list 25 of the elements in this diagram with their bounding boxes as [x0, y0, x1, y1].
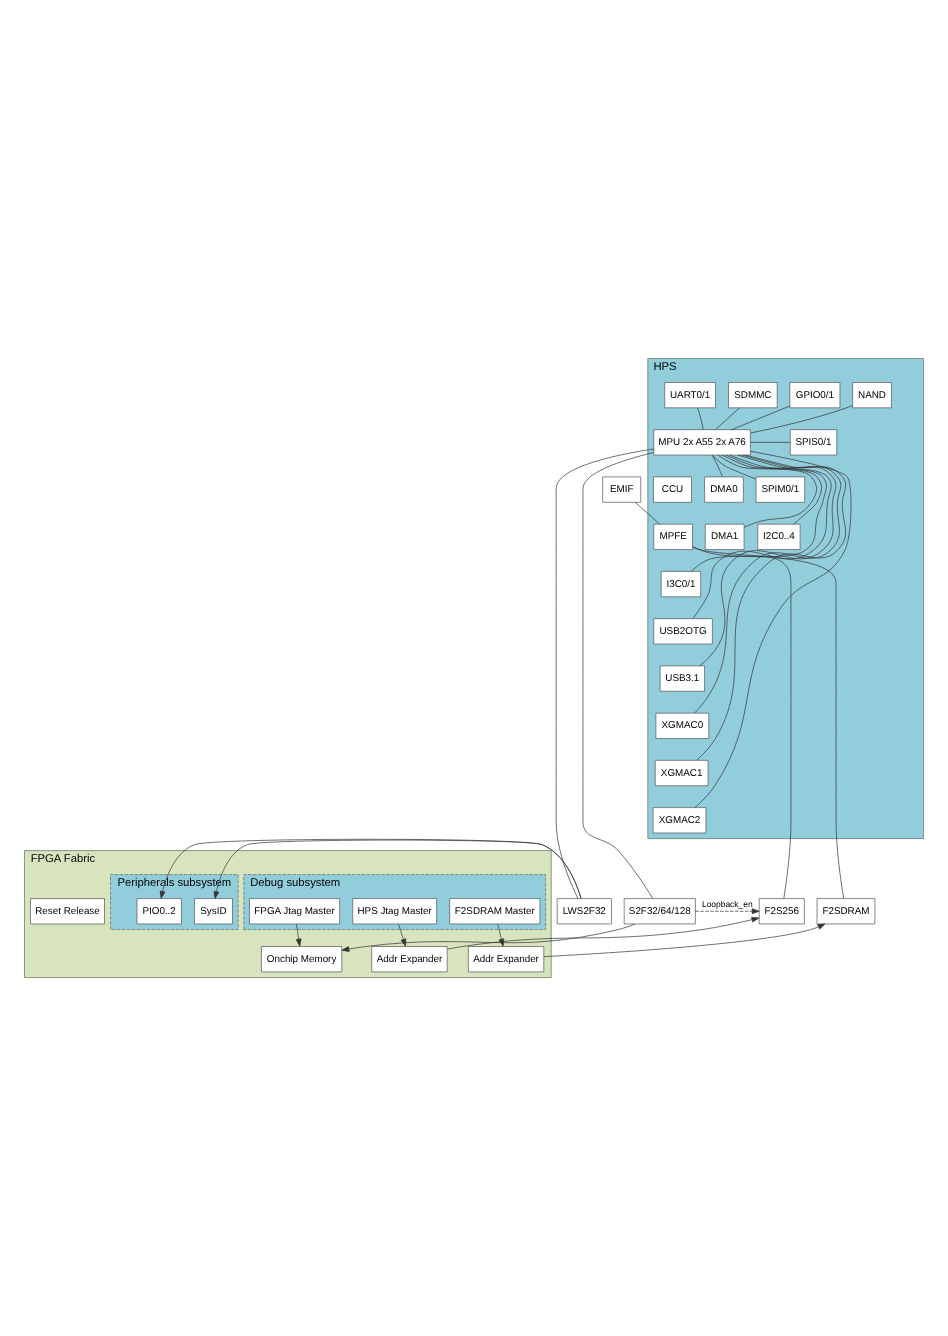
connector [694, 454, 842, 714]
arrow [398, 923, 407, 947]
connector [692, 546, 792, 899]
connector [692, 546, 845, 899]
connector [712, 454, 757, 480]
connector [715, 407, 740, 430]
connector [699, 454, 837, 667]
connector [582, 452, 654, 899]
arrow [341, 923, 636, 952]
connector [697, 407, 704, 430]
arrow [543, 923, 826, 957]
connector [731, 405, 791, 430]
connector [555, 448, 655, 899]
connector [750, 405, 853, 434]
arrow [447, 916, 760, 950]
connector [750, 442, 791, 443]
arrow [695, 908, 760, 915]
connector [711, 454, 723, 478]
connector [694, 450, 852, 808]
connector [691, 454, 827, 572]
arrow [295, 923, 302, 947]
connector [696, 454, 847, 761]
connector [692, 454, 832, 619]
arrow [497, 923, 505, 947]
connector [634, 502, 660, 525]
